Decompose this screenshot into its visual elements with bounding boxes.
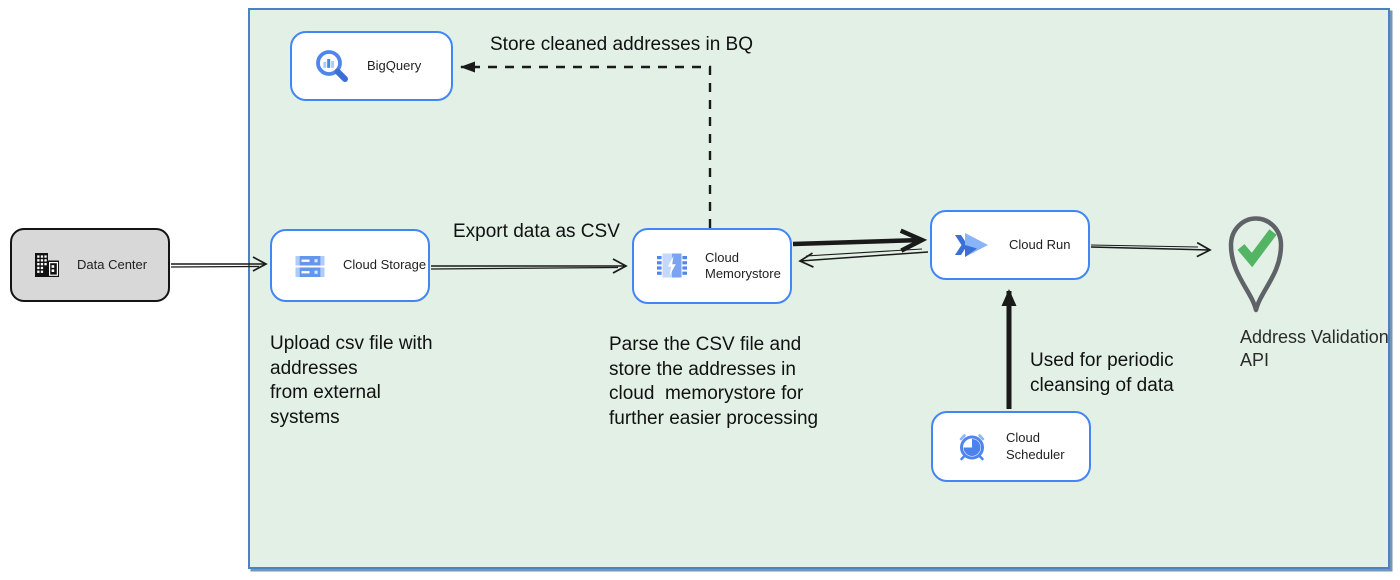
node-label: Cloud Scheduler [1006,430,1065,462]
address-validation-pin[interactable] [1218,204,1294,320]
data-center-icon [35,253,59,277]
annotation-store-bq: Store cleaned addresses in BQ [490,34,753,55]
node-label: BigQuery [367,57,422,73]
cloud-storage-icon [295,255,325,277]
cloud-memorystore-icon [657,253,687,278]
location-pin-check-icon [1228,216,1284,313]
node-label: Cloud Run [1009,236,1071,252]
annotation-export-csv: Export data as CSV [453,221,620,242]
node-data-center[interactable]: Data Center [10,228,170,302]
annotation-periodic-cleansing: Used for periodic cleansing of data [1030,350,1174,396]
bigquery-icon [316,50,348,82]
node-label: Cloud Storage [343,257,427,273]
cloud-run-icon [955,233,988,257]
node-label: Cloud Memorystore [705,249,781,281]
annotation-upload-csv: Upload csv file with addresses from exte… [270,333,433,429]
gcp-boundary-container [248,8,1390,569]
node-cloud-storage[interactable]: Cloud Storage [270,229,430,302]
node-cloud-memorystore[interactable]: Cloud Memorystore [632,228,792,304]
node-cloud-scheduler[interactable]: Cloud Scheduler [931,411,1091,482]
node-cloud-run[interactable]: Cloud Run [930,210,1090,280]
annotation-parse-csv: Parse the CSV file and store the address… [609,334,819,430]
node-bigquery[interactable]: BigQuery [290,31,453,101]
address-validation-label: Address Validation API [1240,327,1393,371]
node-label: Data Center [77,256,148,272]
cloud-scheduler-icon [959,433,985,460]
